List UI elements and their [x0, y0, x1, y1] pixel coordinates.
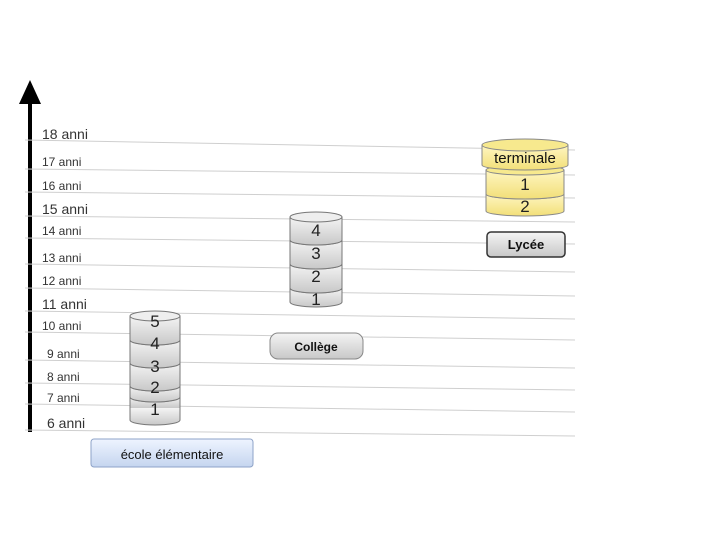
elementary-label-box — [90, 438, 254, 468]
lycee-stack — [481, 138, 569, 217]
elementary-grade-3: 3 — [150, 357, 159, 376]
college-label: Collège — [294, 340, 338, 354]
college-grade-3: 3 — [311, 244, 320, 263]
college-label-box — [269, 332, 364, 360]
age-label-10: 10 anni — [42, 319, 81, 333]
college-grade-4: 4 — [311, 221, 320, 240]
college-grade-1: 1 — [311, 290, 320, 309]
age-label-14: 14 anni — [42, 224, 81, 238]
age-label-7: 7 anni — [47, 391, 80, 405]
age-label-16: 16 anni — [42, 179, 81, 193]
age-label-13: 13 anni — [42, 251, 81, 265]
age-label-11: 11 anni — [42, 296, 87, 312]
lycee-grade-1: 1 — [520, 175, 529, 194]
age-label-9: 9 anni — [47, 347, 80, 361]
axis-arrowhead-icon — [19, 80, 41, 104]
elementary-grade-5: 5 — [150, 312, 159, 331]
college-grade-2: 2 — [311, 267, 320, 286]
lycee-grade-2: 2 — [520, 197, 529, 216]
lycee-terminale-label: terminale — [494, 150, 556, 167]
elementary-grade-1: 1 — [150, 400, 159, 419]
age-label-18: 18 anni — [42, 126, 88, 142]
age-label-15: 15 anni — [42, 201, 88, 217]
lycee-label-box — [486, 231, 566, 258]
lycee-label: Lycée — [508, 237, 544, 252]
elementary-grade-4: 4 — [150, 334, 159, 353]
age-label-8: 8 anni — [47, 370, 80, 384]
age-label-17: 17 anni — [42, 155, 81, 169]
college-stack — [289, 211, 343, 308]
age-label-6: 6 anni — [47, 415, 85, 431]
elementary-stack — [129, 310, 181, 426]
elementary-label: école élémentaire — [121, 447, 224, 462]
age-label-12: 12 anni — [42, 274, 81, 288]
elementary-grade-2: 2 — [150, 378, 159, 397]
